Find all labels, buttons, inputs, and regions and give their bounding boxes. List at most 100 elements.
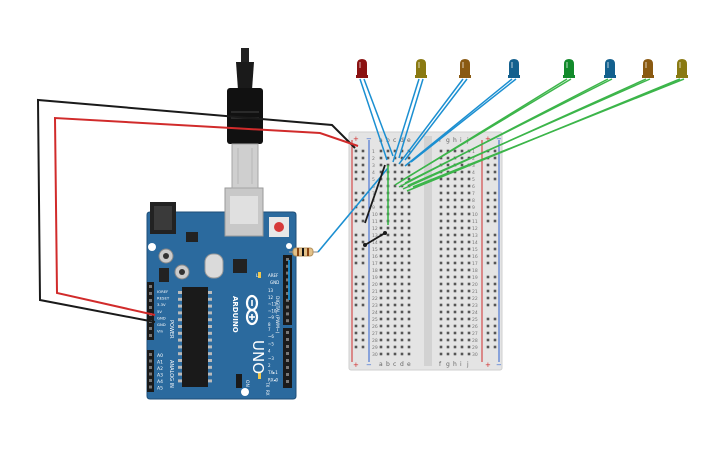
breadboard-hole[interactable] (400, 303, 404, 307)
breadboard-hole[interactable] (386, 240, 390, 244)
breadboard-hole[interactable] (407, 219, 411, 223)
breadboard-hole[interactable] (467, 352, 471, 356)
breadboard-hole[interactable] (393, 191, 397, 195)
rail-hole[interactable] (354, 156, 358, 160)
breadboard-hole[interactable] (400, 191, 404, 195)
breadboard-hole[interactable] (467, 198, 471, 202)
header-pin[interactable] (149, 285, 152, 288)
breadboard-hole[interactable] (379, 163, 383, 167)
breadboard-hole[interactable] (446, 254, 450, 258)
breadboard-hole[interactable] (393, 240, 397, 244)
breadboard-hole[interactable] (400, 324, 404, 328)
header-pin[interactable] (286, 319, 289, 323)
led[interactable] (563, 59, 575, 78)
led[interactable] (459, 59, 471, 78)
arduino-uno-board[interactable] (146, 187, 297, 400)
breadboard-hole[interactable] (460, 303, 464, 307)
breadboard-hole[interactable] (407, 212, 411, 216)
rail-hole[interactable] (354, 317, 358, 321)
breadboard-hole[interactable] (460, 345, 464, 349)
breadboard-hole[interactable] (439, 149, 443, 153)
breadboard-hole[interactable] (439, 310, 443, 314)
led[interactable] (676, 59, 688, 78)
breadboard-hole[interactable] (379, 317, 383, 321)
breadboard-hole[interactable] (439, 275, 443, 279)
breadboard-hole[interactable] (446, 310, 450, 314)
breadboard-hole[interactable] (460, 289, 464, 293)
breadboard-hole[interactable] (446, 289, 450, 293)
rail-hole[interactable] (361, 233, 365, 237)
breadboard-hole[interactable] (460, 240, 464, 244)
breadboard-hole[interactable] (446, 226, 450, 230)
rail-hole[interactable] (361, 198, 365, 202)
rail-hole[interactable] (354, 275, 358, 279)
breadboard-hole[interactable] (439, 233, 443, 237)
rail-hole[interactable] (361, 331, 365, 335)
breadboard-hole[interactable] (453, 352, 457, 356)
breadboard-hole[interactable] (439, 303, 443, 307)
breadboard-hole[interactable] (453, 310, 457, 314)
rail-hole[interactable] (493, 233, 497, 237)
breadboard-hole[interactable] (379, 331, 383, 335)
breadboard-hole[interactable] (460, 184, 464, 188)
breadboard-hole[interactable] (439, 226, 443, 230)
header-pin[interactable] (149, 353, 152, 356)
rail-hole[interactable] (354, 261, 358, 265)
rail-hole[interactable] (354, 247, 358, 251)
rail-hole[interactable] (493, 163, 497, 167)
rail-hole[interactable] (486, 317, 490, 321)
breadboard-hole[interactable] (453, 149, 457, 153)
breadboard-hole[interactable] (467, 310, 471, 314)
breadboard-hole[interactable] (453, 303, 457, 307)
header-pin[interactable] (149, 379, 152, 382)
breadboard-hole[interactable] (386, 233, 390, 237)
led[interactable] (508, 59, 520, 78)
header-pin[interactable] (286, 285, 289, 289)
breadboard-hole[interactable] (393, 324, 397, 328)
breadboard-hole[interactable] (393, 198, 397, 202)
breadboard-hole[interactable] (460, 268, 464, 272)
breadboard-hole[interactable] (386, 226, 390, 230)
rail-hole[interactable] (354, 303, 358, 307)
rail-hole[interactable] (354, 289, 358, 293)
breadboard-hole[interactable] (393, 177, 397, 181)
breadboard-hole[interactable] (453, 177, 457, 181)
breadboard-hole[interactable] (407, 296, 411, 300)
header-pin[interactable] (286, 312, 289, 316)
rail-hole[interactable] (354, 254, 358, 258)
breadboard-hole[interactable] (453, 296, 457, 300)
breadboard-hole[interactable] (467, 219, 471, 223)
breadboard-hole[interactable] (386, 317, 390, 321)
rail-hole[interactable] (493, 240, 497, 244)
breadboard-hole[interactable] (400, 331, 404, 335)
breadboard-hole[interactable] (407, 205, 411, 209)
breadboard-hole[interactable] (446, 247, 450, 251)
rail-hole[interactable] (361, 191, 365, 195)
breadboard-hole[interactable] (453, 247, 457, 251)
breadboard-hole[interactable] (407, 310, 411, 314)
breadboard-hole[interactable] (386, 338, 390, 342)
breadboard-hole[interactable] (467, 205, 471, 209)
rail-hole[interactable] (354, 219, 358, 223)
breadboard-hole[interactable] (460, 219, 464, 223)
breadboard-hole[interactable] (446, 303, 450, 307)
rail-hole[interactable] (361, 149, 365, 153)
breadboard-hole[interactable] (446, 324, 450, 328)
breadboard-hole[interactable] (453, 226, 457, 230)
rail-hole[interactable] (493, 170, 497, 174)
rail-hole[interactable] (493, 149, 497, 153)
rail-hole[interactable] (361, 205, 365, 209)
rail-hole[interactable] (493, 191, 497, 195)
rail-hole[interactable] (493, 324, 497, 328)
breadboard-hole[interactable] (446, 275, 450, 279)
rail-hole[interactable] (486, 170, 490, 174)
rail-hole[interactable] (486, 163, 490, 167)
breadboard-hole[interactable] (460, 247, 464, 251)
breadboard-hole[interactable] (393, 296, 397, 300)
rail-hole[interactable] (493, 303, 497, 307)
breadboard-hole[interactable] (393, 268, 397, 272)
rail-hole[interactable] (361, 289, 365, 293)
breadboard-hole[interactable] (386, 345, 390, 349)
rail-hole[interactable] (361, 156, 365, 160)
rail-hole[interactable] (361, 282, 365, 286)
